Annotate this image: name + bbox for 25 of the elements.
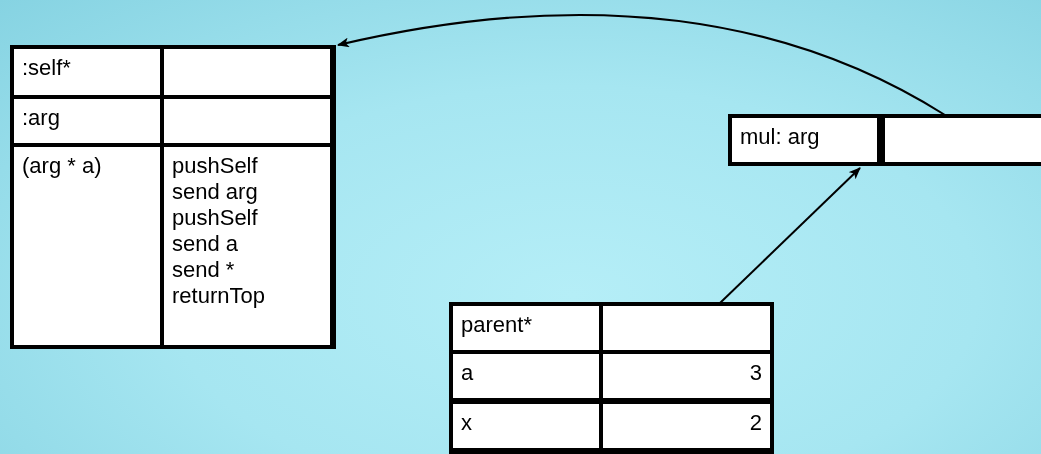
slot-cell [603,306,770,350]
slot-cell: :arg [14,99,160,143]
object-box [728,114,1041,166]
slot-cell: (arg * a) [14,147,160,345]
slot-cell: 3 [603,354,770,398]
code-line: send * [172,257,236,283]
code-line: pushSelf [172,153,259,179]
slot-cell: 2 [603,404,770,448]
code-line: send arg [172,179,259,205]
object-box [449,302,774,454]
code-line: send a [172,231,240,257]
slot-cell: a [453,354,599,398]
object-box [10,45,336,349]
slot-cell: :self* [14,49,160,95]
slot-cell: mul: arg [732,118,877,162]
slot-cell: parent* [453,306,599,350]
slot-cell [164,99,330,143]
slot-cell: x [453,404,599,448]
slot-cell [885,118,1041,162]
arrow [719,167,861,304]
code-line: pushSelf [172,205,259,231]
code-cell [164,147,330,345]
code-line: returnTop [172,283,266,309]
slot-cell [164,49,330,95]
arrow [337,14,946,116]
